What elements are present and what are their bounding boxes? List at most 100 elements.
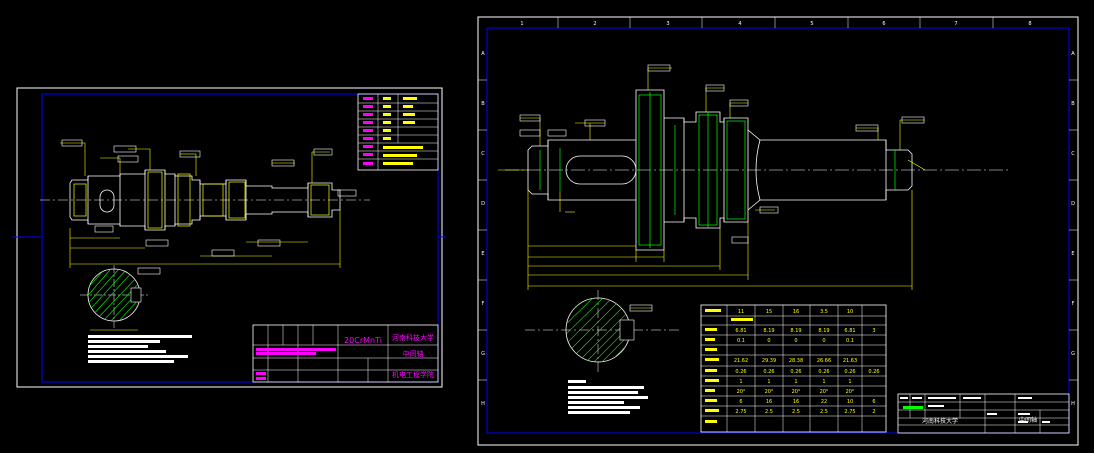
gear-table-r3-c4: 0	[822, 338, 825, 344]
gear-table-r7-c5: 20°	[846, 389, 855, 395]
gear-table-r7-c1: 20°	[737, 389, 746, 395]
ruler-side-g: G	[481, 351, 485, 357]
ruler-side-e-right: E	[1071, 251, 1074, 257]
left-material-label: 20CrMnTi	[344, 336, 382, 345]
gear-table-r3-c3: 0	[794, 338, 797, 344]
gear-table-r1-c2: 15	[766, 309, 772, 315]
ruler-side-h-right: H	[1071, 401, 1075, 407]
ruler-side-d: D	[481, 201, 485, 207]
ruler-side-h: H	[481, 401, 485, 407]
gear-table-r7-c4: 20°	[820, 389, 829, 395]
left-section-view	[80, 265, 150, 331]
gear-table-r2-c6: 3	[872, 328, 875, 334]
gear-table-r6-c4: 1	[822, 379, 825, 385]
left-parameter-table	[357, 93, 439, 171]
ruler-top-5: 5	[810, 21, 813, 27]
left-drawing-sheet: 20CrMnTi 河南科技大学 中间轴 机电工程学院	[12, 87, 446, 388]
ruler-top-4: 4	[738, 21, 741, 27]
right-title-school-label: 河南科技大学	[922, 417, 958, 425]
left-gear-outlines	[73, 171, 330, 229]
gear-table-r9-c2: 2.5	[765, 409, 773, 415]
ruler-side-c-right: C	[1071, 151, 1075, 157]
ruler-top-8: 8	[1028, 21, 1031, 27]
left-sheet-border	[41, 93, 439, 383]
gear-table-r2-c3: 8.19	[790, 328, 801, 334]
gear-table-r3-c2: 0	[767, 338, 770, 344]
right-shaft-profile	[527, 89, 913, 251]
right-gear-parameter-table: 11 15 16 3.5 10 6.81 8.19 8.19 8.19 6.81…	[700, 304, 887, 433]
gear-table-r3-c1: 0.1	[737, 338, 745, 344]
gear-table-r9-c1: 2.75	[735, 409, 746, 415]
left-part-name-label: 中间轴	[403, 349, 424, 358]
gear-table-r1-c5: 10	[847, 309, 853, 315]
ruler-side-e: E	[481, 251, 484, 257]
gear-table-r9-c3: 2.5	[792, 409, 800, 415]
ruler-side-d-right: D	[1071, 201, 1075, 207]
right-sheet-border	[486, 27, 1070, 434]
gear-table-r8-c6: 6	[872, 399, 875, 405]
gear-table-r5-c3: 0.26	[790, 369, 801, 375]
gear-table-r4-c3: 28.38	[789, 358, 803, 364]
left-tolerance-frames	[61, 139, 357, 275]
right-drawing-sheet: 1 2 3 4 5 6 7 8 A B C D E F G H A B C D …	[477, 16, 1079, 446]
right-gear-outlines	[539, 92, 896, 248]
right-side-ruler: A B C D E F G H A B C D E F G H	[478, 51, 1078, 407]
left-school-label: 机电工程学院	[392, 370, 434, 379]
gear-table-r4-c5: 21.63	[843, 358, 857, 364]
right-sheet-frame	[477, 16, 1079, 446]
ruler-top-2: 2	[593, 21, 596, 27]
gear-table-r2-c4: 8.19	[818, 328, 829, 334]
gear-table-r5-c6: 0.26	[868, 369, 879, 375]
left-tech-notes	[88, 335, 192, 363]
gear-table-r2-c2: 8.19	[763, 328, 774, 334]
right-dimensions	[498, 67, 926, 290]
left-title-block: 20CrMnTi 河南科技大学 中间轴 机电工程学院	[252, 324, 439, 383]
gear-table-r3-c5: 0.1	[846, 338, 854, 344]
gear-table-r4-c1: 21.62	[734, 358, 748, 364]
gear-table-r2-c5: 6.81	[844, 328, 855, 334]
right-title-block: 中间轴 河南科技大学	[897, 393, 1070, 434]
gear-table-r6-c1: 1	[739, 379, 742, 385]
ruler-side-f-right: F	[1072, 301, 1075, 307]
right-title-company-label: 中间轴	[1019, 416, 1037, 424]
gear-table-r5-c4: 0.26	[818, 369, 829, 375]
right-tolerance-frames	[519, 64, 925, 244]
ruler-side-b-right: B	[1071, 101, 1075, 107]
gear-table-r4-c4: 26.66	[817, 358, 831, 364]
gear-table-r1-c3: 16	[793, 309, 799, 315]
gear-table-r8-c1: 6	[739, 399, 742, 405]
gear-table-r7-c3: 20°	[792, 389, 801, 395]
right-section-view	[525, 290, 680, 375]
gear-table-r1-c1: 11	[738, 309, 744, 315]
ruler-side-g-right: G	[1071, 351, 1075, 357]
ruler-top-6: 6	[882, 21, 885, 27]
gear-table-r6-c5: 1	[848, 379, 851, 385]
gear-table-r9-c4: 2.5	[820, 409, 828, 415]
gear-table-r5-c1: 0.26	[735, 369, 746, 375]
ruler-top-1: 1	[520, 21, 523, 27]
ruler-side-a-right: A	[1071, 51, 1075, 57]
gear-table-r5-c2: 0.26	[763, 369, 774, 375]
ruler-side-f: F	[482, 301, 485, 307]
gear-table-r6-c3: 1	[794, 379, 797, 385]
right-tech-notes	[568, 380, 648, 414]
gear-table-r9-c6: 2	[872, 409, 875, 415]
gear-table-r2-c1: 6.81	[735, 328, 746, 334]
ruler-side-a: A	[481, 51, 485, 57]
gear-table-r9-c5: 2.75	[844, 409, 855, 415]
gear-table-r8-c3: 16	[793, 399, 799, 405]
ruler-side-c: C	[481, 151, 485, 157]
right-top-ruler: 1 2 3 4 5 6 7 8	[520, 17, 1032, 28]
gear-table-r7-c2: 20°	[765, 389, 774, 395]
gear-table-r8-c2: 16	[766, 399, 772, 405]
gear-table-r4-c2: 29.39	[762, 358, 776, 364]
gear-table-r8-c4: 22	[821, 399, 827, 405]
left-university-label: 河南科技大学	[392, 333, 434, 342]
ruler-side-b: B	[481, 101, 485, 107]
gear-table-r6-c2: 1	[767, 379, 770, 385]
ruler-top-3: 3	[666, 21, 669, 27]
gear-table-r5-c5: 0.26	[844, 369, 855, 375]
gear-table-r8-c5: 10	[847, 399, 853, 405]
gear-table-r1-c4: 3.5	[820, 309, 828, 315]
